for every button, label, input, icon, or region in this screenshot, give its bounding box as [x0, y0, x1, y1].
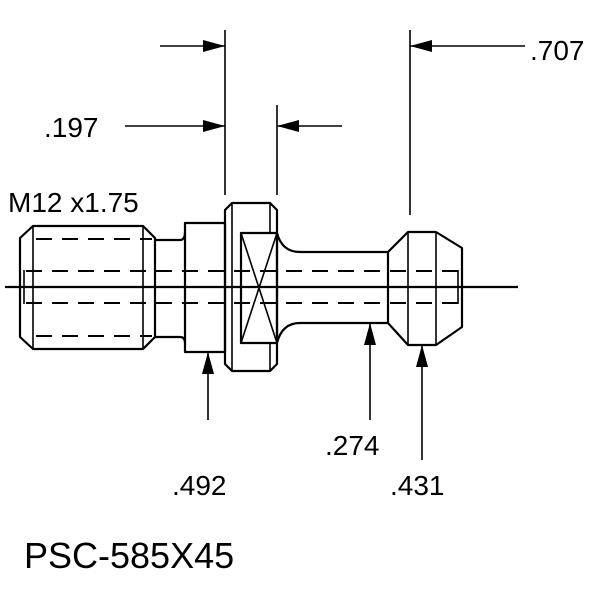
dim-flange-label: .197 [44, 112, 99, 143]
shank [275, 232, 388, 344]
head [386, 230, 464, 347]
dim-shank-label: .274 [325, 430, 380, 461]
dim-overall-label: .707 [530, 35, 585, 66]
dim-collar-label: .492 [172, 470, 227, 501]
threaded-section [18, 224, 157, 351]
dim-head-label: .431 [390, 470, 445, 501]
part-number: PSC-585X45 [24, 535, 234, 576]
flange [223, 201, 279, 373]
dimension-lines [125, 30, 525, 460]
thread-spec-label: M12 x1.75 [8, 187, 139, 218]
